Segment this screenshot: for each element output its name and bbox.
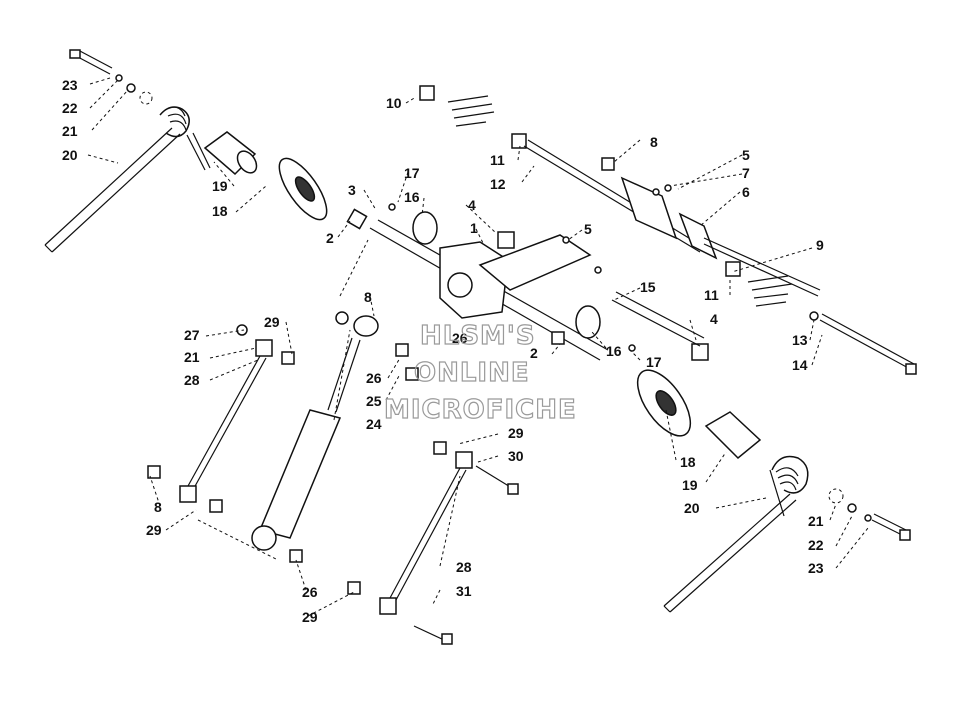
callout-2: 2 (530, 345, 538, 361)
callout-29: 29 (302, 609, 318, 625)
callout-4: 4 (710, 311, 718, 327)
callout-30: 30 (508, 448, 524, 464)
callout-26: 26 (302, 584, 318, 600)
left-link-assembly (147, 324, 361, 595)
callout-20: 20 (62, 147, 78, 163)
right-spring-assembly (636, 369, 911, 613)
callout-31: 31 (456, 583, 472, 599)
watermark: HLSM'S ONLINE MICROFICHE (383, 320, 577, 425)
callout-7: 7 (742, 165, 750, 181)
watermark-line-1: HLSM'S (420, 321, 536, 351)
callout-26: 26 (452, 330, 468, 346)
callout-17: 17 (404, 165, 420, 181)
callout-11: 11 (490, 152, 505, 168)
callout-8: 8 (650, 134, 658, 150)
callout-23: 23 (62, 77, 78, 93)
callout-20: 20 (684, 500, 700, 516)
callout-5: 5 (584, 221, 592, 237)
callout-13: 13 (792, 332, 808, 348)
callout-5: 5 (742, 147, 750, 163)
callout-12: 12 (490, 176, 506, 192)
leader-lines (87, 77, 869, 617)
callout-8: 8 (364, 289, 372, 305)
callout-28: 28 (184, 372, 200, 388)
watermark-line-3: MICROFICHE (384, 395, 577, 425)
callout-16: 16 (404, 189, 420, 205)
callout-11: 11 (704, 287, 719, 303)
callout-1: 1 (470, 220, 478, 236)
callout-29: 29 (264, 314, 280, 330)
callout-6: 6 (742, 184, 750, 200)
lower-link-assembly (379, 441, 519, 645)
callout-19: 19 (682, 477, 698, 493)
callout-22: 22 (808, 537, 824, 553)
center-axle-assembly (346, 203, 709, 361)
callout-labels: 23 22 21 20 19 18 3 2 17 16 4 1 5 10 11 … (62, 77, 824, 625)
callout-22: 22 (62, 100, 78, 116)
callout-17: 17 (646, 354, 662, 370)
callout-24: 24 (366, 416, 382, 432)
left-spring-assembly (44, 49, 328, 253)
callout-15: 15 (640, 279, 656, 295)
callout-26: 26 (366, 370, 382, 386)
callout-3: 3 (348, 182, 356, 198)
callout-21: 21 (184, 349, 200, 365)
upper-right-bracket (419, 85, 917, 375)
callout-19: 19 (212, 178, 228, 194)
callout-8: 8 (154, 499, 162, 515)
callout-29: 29 (146, 522, 162, 538)
callout-18: 18 (212, 203, 228, 219)
callout-25: 25 (366, 393, 382, 409)
callout-23: 23 (808, 560, 824, 576)
callout-9: 9 (816, 237, 824, 253)
callout-28: 28 (456, 559, 472, 575)
callout-4: 4 (468, 197, 476, 213)
callout-21: 21 (808, 513, 824, 529)
callout-18: 18 (680, 454, 696, 470)
watermark-line-2: ONLINE (414, 358, 530, 388)
shock-absorber (251, 311, 419, 551)
callout-21: 21 (62, 123, 78, 139)
callout-2: 2 (326, 230, 334, 246)
callout-16: 16 (606, 343, 622, 359)
callout-14: 14 (792, 357, 808, 373)
callout-10: 10 (386, 95, 402, 111)
callout-27: 27 (184, 327, 200, 343)
callout-29: 29 (508, 425, 524, 441)
